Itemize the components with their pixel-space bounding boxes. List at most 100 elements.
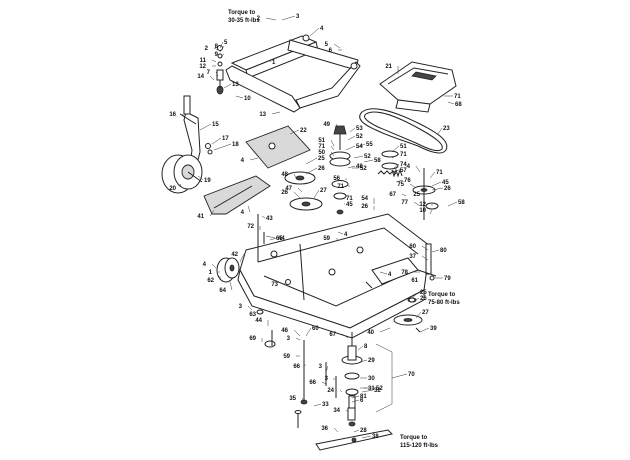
callout-51: 51: [318, 138, 325, 144]
leader-line: [335, 237, 339, 241]
leader-line: [269, 237, 278, 241]
callout-13: 13: [259, 112, 266, 118]
callout-30: 30: [368, 376, 375, 382]
callout-20: 20: [169, 186, 176, 192]
callout-52: 52: [356, 134, 363, 140]
callout-3: 3: [239, 304, 243, 310]
leader-line: [345, 409, 349, 413]
leader-line: [197, 175, 204, 181]
callout-26: 26: [281, 190, 288, 196]
callout-14: 14: [197, 74, 204, 80]
callout-56: 56: [333, 176, 340, 182]
leader-line: [355, 143, 366, 149]
callout-12: 12: [199, 64, 206, 70]
callout-54: 54: [356, 144, 363, 150]
callout-19: 19: [204, 178, 211, 184]
callout-58: 58: [458, 200, 465, 206]
leader-line: [351, 399, 360, 403]
callout-2: 2: [205, 46, 209, 52]
leader-line: [437, 127, 443, 135]
mower-blade: [315, 429, 393, 451]
leader-line: [413, 201, 421, 207]
callout-39: 39: [430, 326, 437, 332]
callout-4: 4: [241, 158, 245, 164]
leader-line: [431, 249, 440, 253]
callout-55: 55: [366, 142, 373, 148]
leader-line: [353, 155, 364, 159]
callout-71: 71: [400, 152, 407, 158]
leader-line: [401, 193, 407, 197]
leader-line: [395, 179, 404, 183]
callout-73: 73: [271, 282, 278, 288]
callout-10: 10: [244, 96, 251, 102]
callout-59: 59: [283, 354, 290, 360]
callout-67: 67: [329, 332, 336, 338]
right-bracket-78-79: [417, 243, 437, 281]
leader-line: [421, 255, 429, 261]
callout-71: 71: [318, 144, 325, 150]
leader-line: [361, 435, 372, 439]
callout-62: 62: [207, 278, 214, 284]
callout-52: 52: [360, 166, 367, 172]
leader-line: [305, 167, 318, 175]
leader-line: [309, 27, 320, 37]
leader-line: [361, 389, 374, 393]
leader-line: [325, 365, 329, 373]
group-bracket-70: [375, 343, 393, 413]
torque-note-115-120-line1: Torque to: [400, 435, 428, 441]
callout-32: 32: [374, 388, 381, 394]
leader-line: [421, 245, 429, 251]
callout-61: 61: [411, 278, 418, 284]
callout-38: 38: [372, 434, 379, 440]
pulley-stack-left: [284, 171, 323, 211]
belt-cover: [379, 61, 457, 113]
callout-16: 16: [169, 112, 176, 118]
leader-line: [363, 159, 374, 163]
leader-line: [415, 311, 422, 319]
callout-44: 44: [278, 236, 285, 242]
leader-line: [321, 381, 327, 385]
left-side-hardware: [256, 309, 276, 348]
callout-8: 8: [215, 44, 219, 50]
callout-42: 42: [231, 252, 238, 258]
callout-7: 7: [207, 70, 211, 76]
leader-lines: [179, 15, 458, 439]
callout-15: 15: [212, 122, 219, 128]
callout-54: 54: [361, 196, 368, 202]
callout-12: 12: [419, 202, 426, 208]
leader-line: [341, 333, 349, 339]
callout-4: 4: [320, 26, 324, 32]
leader-line: [261, 215, 266, 219]
leader-line: [349, 127, 356, 133]
callout-48: 48: [281, 172, 288, 178]
callout-50: 50: [318, 150, 325, 156]
leader-line: [335, 123, 339, 129]
callout-66: 66: [309, 380, 316, 386]
leader-line: [283, 281, 287, 285]
leader-line: [393, 163, 400, 169]
callout-37: 37: [409, 254, 416, 260]
leader-line: [295, 337, 301, 341]
callout-5: 5: [224, 40, 228, 46]
callout-28: 28: [360, 428, 367, 434]
callout-25: 25: [318, 156, 325, 162]
callout-5: 5: [325, 42, 329, 48]
callout-46: 46: [281, 328, 288, 334]
leader-line: [229, 281, 233, 291]
leader-line: [289, 129, 300, 135]
torque-note-75-80-line2: 75-80 ft-lbs: [428, 300, 460, 306]
callout-41: 41: [197, 214, 204, 220]
leader-line: [411, 291, 420, 299]
leader-line: [269, 59, 272, 63]
leader-line: [209, 209, 215, 217]
leader-line: [281, 15, 296, 21]
leader-line: [223, 83, 232, 89]
callout-4: 4: [407, 164, 411, 170]
callout-26: 26: [420, 296, 427, 302]
torque-note-30-35-line2: 30-35 ft-lbs: [228, 18, 260, 24]
leader-line: [305, 327, 312, 337]
leader-line: [333, 427, 339, 433]
pulley-right: [381, 150, 439, 220]
leader-line: [213, 143, 232, 151]
